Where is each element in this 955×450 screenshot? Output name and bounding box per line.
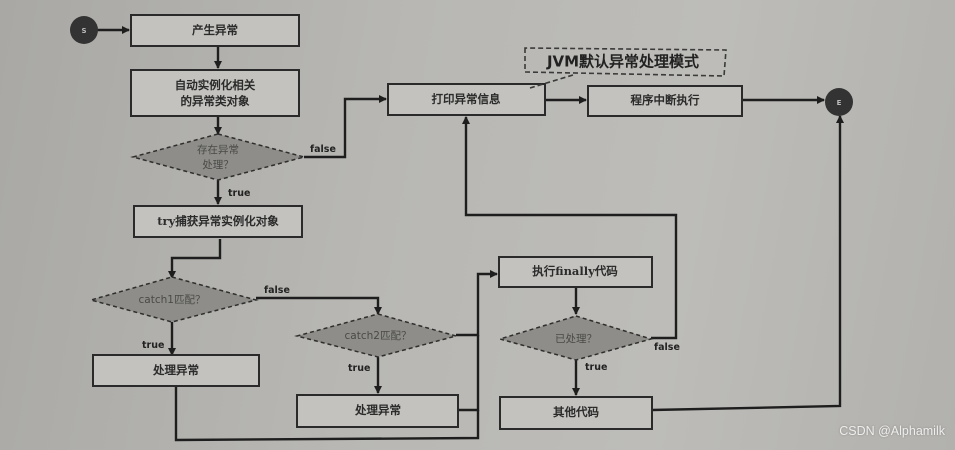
end-terminal: E (825, 88, 853, 116)
node-execute-finally-label: 执行finally代码 (532, 264, 618, 278)
node-try-catch: try捕获异常实例化对象 (133, 205, 303, 238)
start-terminal: S (70, 16, 98, 44)
edge-label-has-handler-true: true (228, 188, 250, 199)
node-generate-exception-label: 产生异常 (192, 23, 238, 37)
end-label: E (837, 99, 842, 107)
edge-label-handled-true: true (585, 362, 607, 373)
edge-handled-false-to-print (462, 116, 678, 340)
decision-catch1: catch1匹配？ (88, 276, 259, 323)
node-other-code: 其他代码 (499, 396, 653, 430)
node-print-exception-info-label: 打印异常信息 (432, 92, 501, 106)
edge-try-to-catch1 (168, 239, 222, 279)
edge-label-catch2-true: true (348, 363, 370, 374)
edge-handle2-to-finally (458, 335, 480, 412)
edge-other-to-end (651, 115, 844, 412)
decision-handled-label: 已处理？ (555, 333, 597, 345)
node-execute-finally: 执行finally代码 (498, 256, 653, 288)
edge-label-catch1-true: true (142, 340, 164, 351)
edge-catch1-false-to-catch2 (256, 296, 382, 315)
start-label: S (81, 27, 86, 35)
node-handle-exception-2-label: 处理异常 (354, 403, 401, 417)
node-handle-exception-1-label: 处理异常 (152, 363, 199, 377)
node-program-interrupt-label: 程序中断执行 (631, 93, 700, 107)
node-program-interrupt: 程序中断执行 (587, 85, 743, 117)
decision-handled: 已处理？ (497, 315, 654, 361)
decision-has-handler: 存在异常 处理？ (130, 133, 307, 181)
edge-catch2-false-to-finally (456, 270, 498, 337)
jvm-default-mode-callout: JVM默认异常处理模式 (524, 47, 727, 89)
node-try-catch-label: try捕获异常实例化对象 (157, 214, 279, 228)
decision-catch1-label: catch1匹配？ (139, 294, 206, 306)
edges (97, 26, 844, 442)
node-handle-exception-1: 处理异常 (92, 354, 260, 387)
edge-decision-false-to-print (304, 95, 387, 159)
edge-handle1-to-finally (174, 386, 480, 442)
decision-has-handler-line1: 存在异常 (197, 143, 239, 156)
decision-catch2-label: catch2匹配？ (345, 330, 412, 342)
node-auto-instantiate-line2: 的异常类对象 (181, 94, 250, 108)
node-generate-exception: 产生异常 (130, 14, 300, 47)
node-other-code-label: 其他代码 (553, 405, 599, 419)
watermark: CSDN @Alphamilk (839, 424, 945, 438)
edge-label-handled-false: false (654, 342, 680, 353)
edge-label-catch1-false: false (264, 285, 290, 296)
node-handle-exception-2: 处理异常 (296, 394, 459, 428)
edge-label-has-handler-false: false (310, 144, 336, 155)
decision-has-handler-line2: 处理？ (202, 159, 234, 171)
node-auto-instantiate: 自动实例化相关 的异常类对象 (130, 69, 300, 117)
node-print-exception-info: 打印异常信息 (387, 83, 546, 116)
jvm-default-mode-label: JVM默认异常处理模式 (546, 53, 699, 71)
node-auto-instantiate-line1: 自动实例化相关 (175, 78, 256, 92)
decision-catch2: catch2匹配？ (294, 313, 459, 358)
